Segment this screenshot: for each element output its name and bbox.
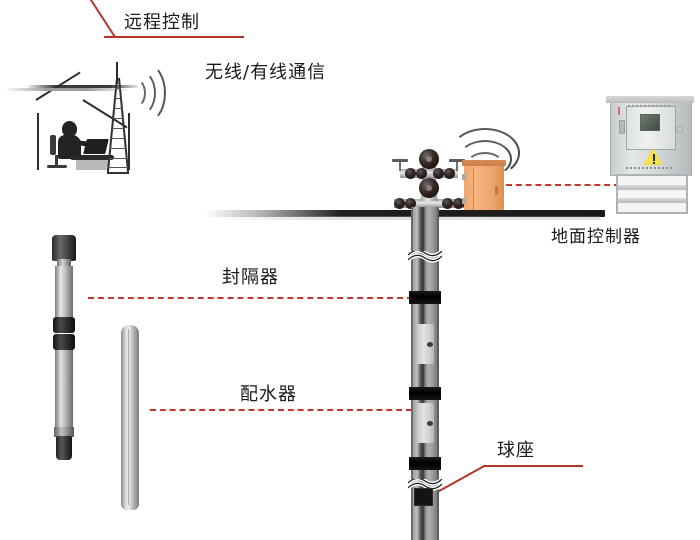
side-valve-stem	[399, 161, 401, 171]
packer-top-cap	[52, 235, 76, 261]
casing-edge-left	[411, 207, 413, 540]
packer-band	[409, 291, 441, 304]
cabinet-knob	[676, 126, 683, 133]
tree-lower-wing	[394, 199, 464, 208]
flange	[405, 168, 416, 179]
cabinet-door-latch	[619, 120, 625, 134]
cabinet-shelf	[618, 185, 686, 190]
cabinet-base-frame	[616, 174, 688, 214]
side-valve-wheel-icon	[392, 159, 408, 162]
flange	[394, 198, 405, 209]
ground-shadow	[215, 216, 600, 220]
flange	[442, 198, 453, 209]
surface-box-door-seam	[473, 167, 474, 210]
packer-band	[409, 387, 441, 400]
tower-rung	[112, 118, 124, 119]
office-chair-back	[50, 135, 56, 155]
ground-line	[205, 210, 605, 217]
tower-rung	[110, 138, 126, 139]
surface-box-hinge	[462, 174, 466, 180]
packer-rubber-element	[53, 334, 75, 350]
break-symbol	[406, 248, 444, 265]
packer-upper-body	[55, 266, 73, 318]
antenna-tower-icon	[103, 62, 133, 174]
signal-arc-icon	[450, 128, 520, 178]
distributor-port	[427, 421, 433, 426]
wellbore-string	[406, 207, 444, 540]
flange	[453, 198, 464, 209]
cabinet-bottom-text	[626, 167, 674, 169]
valve-hub	[426, 185, 432, 191]
desk-top	[70, 155, 114, 160]
tower-mast	[116, 62, 118, 84]
surface-box-base	[458, 210, 510, 214]
packer-band	[409, 457, 441, 470]
label-water-distributor: 配水器	[240, 384, 297, 405]
label-communication: 无线/有线通信	[205, 62, 327, 83]
surface-box-handle	[495, 186, 498, 195]
flange	[433, 168, 444, 179]
warning-glyph-stem	[653, 154, 655, 161]
flange	[416, 168, 427, 179]
tower-rung	[107, 167, 129, 168]
label-ball-seat: 球座	[497, 440, 535, 461]
packer-lower-body	[55, 350, 73, 428]
label-remote-control: 远程控制	[124, 12, 200, 33]
distributor-seam	[128, 329, 129, 505]
office-chair-base	[47, 165, 67, 168]
office-chair-stem	[55, 155, 58, 167]
break-symbol	[406, 476, 444, 493]
leader-remote-control-horizontal	[104, 36, 244, 38]
leader-distributor	[150, 409, 412, 411]
ground-control-cabinet	[606, 96, 694, 214]
flange	[405, 198, 416, 209]
tower-base	[107, 172, 129, 174]
tower-rung	[111, 128, 125, 129]
signal-arc-icon	[124, 62, 166, 124]
house-floor	[28, 85, 138, 88]
flange	[444, 168, 455, 179]
label-ground-controller: 地面控制器	[551, 227, 641, 247]
tower-leg-left	[106, 77, 118, 174]
remote-control-station	[28, 71, 148, 180]
tree-upper-wing	[400, 169, 458, 178]
house-wall-left	[37, 113, 39, 170]
surface-box-hinge	[462, 198, 466, 204]
leader-packer	[88, 297, 413, 299]
valve-hub	[426, 156, 432, 162]
distributor-port	[427, 342, 433, 347]
packer-bottom-collar	[54, 427, 74, 437]
tower-rung	[108, 158, 128, 159]
tower-rung	[109, 148, 127, 149]
house-wall-right	[128, 113, 130, 170]
warning-glyph-dot	[653, 162, 655, 164]
cabinet-shelf	[618, 198, 686, 203]
ball-seat-ball	[418, 492, 426, 500]
water-distributor-tool-illustration	[119, 325, 143, 510]
packer-bottom-shoe	[56, 436, 72, 460]
casing-edge-right	[437, 207, 439, 540]
leader-surface-to-cabinet	[506, 184, 669, 186]
station-ground-shadow	[4, 88, 130, 91]
distributor-module	[417, 403, 434, 443]
operator-head	[62, 121, 77, 137]
label-packer: 封隔器	[222, 267, 279, 288]
packer-rubber-element	[53, 317, 75, 333]
packer-neck	[57, 259, 71, 267]
tower-rung	[115, 88, 121, 89]
leader-remote-control-diagonal	[89, 0, 116, 38]
cabinet-top-cap	[606, 96, 694, 103]
tower-rung	[114, 98, 122, 99]
tower-rung	[113, 108, 123, 109]
distributor-body	[121, 325, 139, 510]
leader-ballseat-horizontal	[483, 465, 583, 467]
distributor-module	[417, 324, 434, 364]
cabinet-indicator-led	[618, 107, 620, 115]
cabinet-display-screen	[640, 114, 660, 131]
desk-body	[76, 159, 108, 170]
packer-tool-illustration	[47, 235, 81, 460]
